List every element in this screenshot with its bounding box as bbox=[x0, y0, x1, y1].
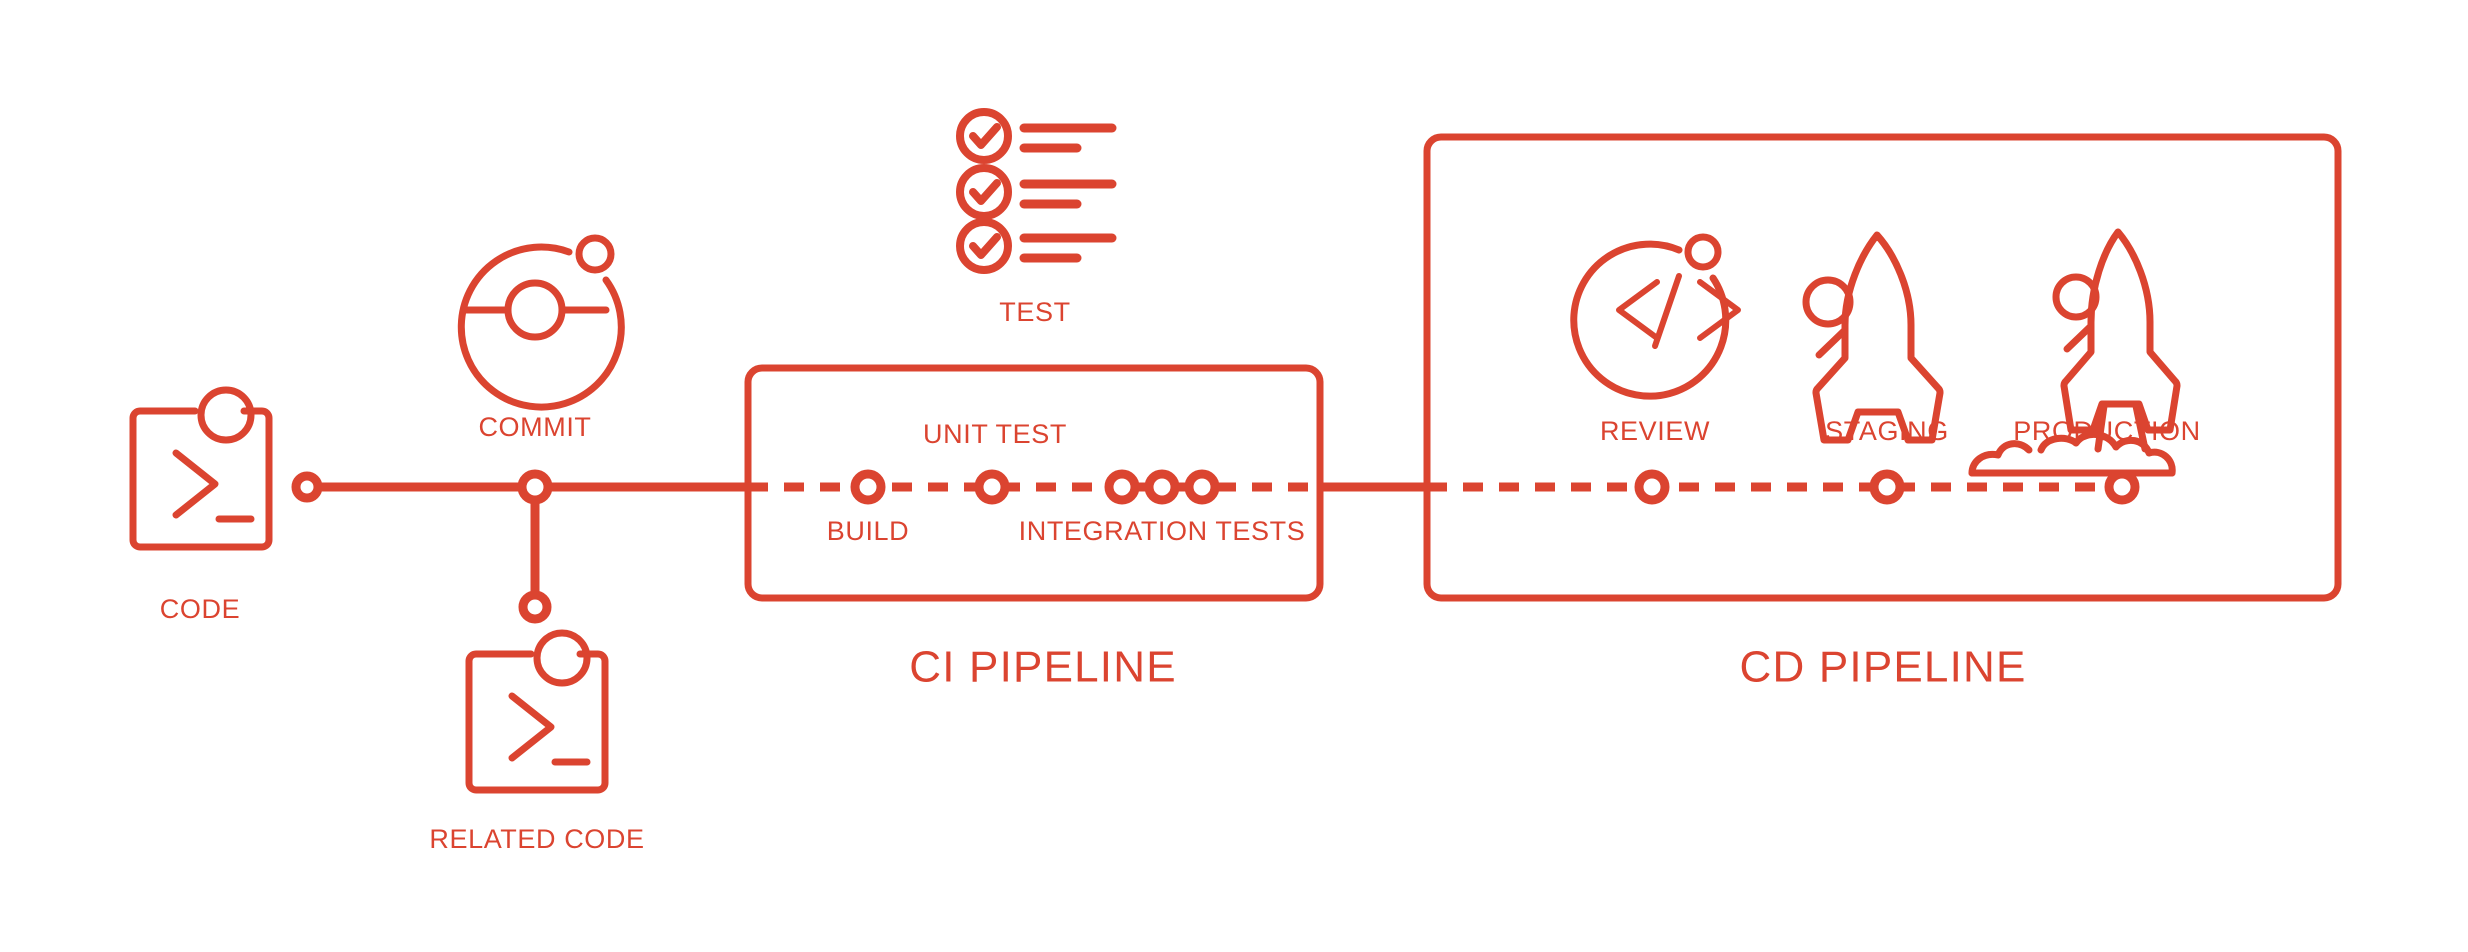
angle-bracket-left-icon bbox=[1616, 279, 1660, 341]
build-label: BUILD bbox=[827, 516, 910, 546]
production-label: PRODUCTION bbox=[2013, 416, 2201, 446]
node-review[interactable] bbox=[1634, 469, 1670, 505]
review-label: REVIEW bbox=[1600, 416, 1710, 446]
ci-pipeline-title: CI PIPELINE bbox=[909, 643, 1177, 692]
launch-smoke-cloud-icon bbox=[1968, 431, 2176, 477]
node-staging[interactable] bbox=[1869, 469, 1905, 505]
check-mark-1-icon bbox=[969, 123, 1001, 149]
rocket-porthole-icon bbox=[1802, 276, 1854, 328]
node-code[interactable] bbox=[291, 471, 323, 503]
code-icon-group[interactable] bbox=[129, 386, 273, 551]
code-brackets-circle-icon bbox=[1570, 240, 1730, 400]
test-icon-group[interactable] bbox=[956, 108, 1117, 274]
terminal-badge-circle-icon bbox=[197, 386, 255, 444]
node-related-code[interactable] bbox=[518, 590, 552, 624]
terminal-code-icon bbox=[129, 407, 273, 551]
terminal-badge-circle-icon bbox=[533, 629, 591, 687]
related-code-label: RELATED CODE bbox=[429, 824, 644, 854]
cd-pipeline-box bbox=[1423, 133, 2342, 602]
review-icon-group[interactable] bbox=[1570, 233, 1741, 400]
staging-label: STAGING bbox=[1825, 416, 1949, 446]
integration-tests-label: INTEGRATION TESTS bbox=[1019, 516, 1306, 546]
slash-icon bbox=[1652, 273, 1682, 349]
check-mark-3-icon bbox=[969, 233, 1001, 259]
rocket-fin-detail-icon bbox=[1815, 326, 1849, 359]
rocket-porthole-icon bbox=[2052, 273, 2100, 321]
node-production[interactable] bbox=[2104, 469, 2140, 505]
review-orbit-dot-icon bbox=[1684, 233, 1722, 271]
check-circle-3-icon bbox=[956, 218, 1012, 274]
check-mark-2-icon bbox=[969, 179, 1001, 205]
commit-orbit-icon bbox=[457, 243, 625, 411]
angle-bracket-right-icon bbox=[1697, 279, 1741, 341]
node-build[interactable] bbox=[850, 469, 886, 505]
commit-icon-group[interactable] bbox=[457, 234, 625, 411]
check-circle-1-icon bbox=[956, 108, 1012, 164]
commit-label: COMMIT bbox=[478, 412, 591, 442]
node-unit-test[interactable] bbox=[974, 469, 1010, 505]
production-icon-group[interactable] bbox=[1968, 228, 2181, 477]
terminal-prompt-chevron-icon bbox=[508, 692, 555, 762]
node-integration-test-1[interactable] bbox=[1104, 469, 1140, 505]
terminal-code-icon bbox=[465, 650, 609, 794]
node-integration-test-2[interactable] bbox=[1144, 469, 1180, 505]
exhaust-streak-left-icon bbox=[2094, 402, 2108, 453]
unit-test-label: UNIT TEST bbox=[923, 419, 1067, 449]
node-commit[interactable] bbox=[517, 469, 553, 505]
commit-orbit-dot-icon bbox=[575, 234, 615, 274]
rocket-fin-detail-icon bbox=[2063, 322, 2095, 353]
node-integration-test-3[interactable] bbox=[1184, 469, 1220, 505]
test-label: TEST bbox=[999, 297, 1070, 327]
related-code-icon-group[interactable] bbox=[465, 629, 609, 794]
check-circle-2-icon bbox=[956, 164, 1012, 220]
code-label: CODE bbox=[160, 594, 240, 624]
commit-center-circle-icon bbox=[504, 279, 566, 341]
cd-pipeline-title: CD PIPELINE bbox=[1739, 643, 2026, 692]
terminal-prompt-chevron-icon bbox=[172, 449, 219, 519]
staging-icon-group[interactable] bbox=[1802, 231, 1944, 444]
